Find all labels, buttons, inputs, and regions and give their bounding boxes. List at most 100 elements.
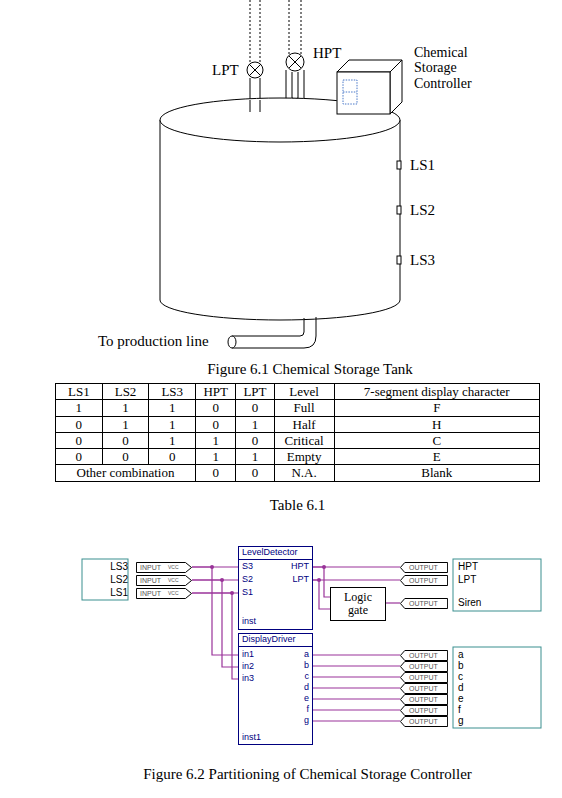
gate-label: Logic gate [333,591,383,617]
junction-dot [230,591,234,595]
cell-text: 1 [252,417,259,432]
signal-wire [386,602,400,603]
table-cell: 0 [56,432,103,448]
pin-name: Siren [458,597,481,608]
pin-name: c [458,671,463,682]
output-pin: OUTPUTLPT [400,575,448,586]
display-driver-block: DisplayDriverin1ain2bin3cdefginst1 [238,633,313,745]
signal-wire [313,567,330,597]
cell-text: H [432,417,441,432]
table-cell: 1 [236,449,274,465]
pin-type: OUTPUT [409,577,438,585]
cell-text: C [432,433,441,448]
table-row: 00110CriticalC [56,432,540,448]
figure-caption: Figure 6.1 Chemical Storage Tank [40,361,562,378]
input-pin: LS3INPUTVCC [136,562,192,573]
table-cell: 1 [102,416,149,432]
table-cell: 1 [102,400,149,416]
callout-label: LS1 [410,157,435,174]
table-row: 00011EmptyE [56,449,540,465]
port-name: S3 [242,562,253,572]
signal-wire [313,676,400,677]
signal-wire [313,654,400,655]
output-pin: OUTPUTg [400,716,448,727]
cell-text: 0 [212,465,219,480]
table-cell: 0 [56,416,103,432]
instance-name: inst [242,617,256,627]
pin-type: OUTPUT [409,674,438,682]
cell-text: Other combination [77,465,175,480]
pin-name: a [458,649,464,660]
table-cell: 1 [196,449,236,465]
pin-type: OUTPUT [409,564,438,572]
logic-gate-box: Logic gate [330,587,386,621]
table-cell: LPT [236,384,274,400]
cell-text: 1 [212,449,219,464]
cell-text: Empty [287,449,322,464]
cell-text: 1 [76,400,83,415]
cell-text: LS3 [161,384,183,399]
table-caption: Table 6.1 [55,497,540,514]
cell-text: Critical [285,433,324,448]
table-cell: Level [274,384,334,400]
signal-wire [192,593,238,679]
port-name: HPT [291,562,309,572]
cell-text: LS2 [115,384,137,399]
port-name: S1 [242,588,253,598]
callout-label: LS3 [410,252,435,269]
table-cell: 0 [236,432,274,448]
table-row: LS1LS2LS3HPTLPTLevel7-segment display ch… [56,384,540,400]
table-cell: N.A. [274,465,334,481]
input-pin: LS2INPUTVCC [136,575,192,586]
cell-text: 0 [76,449,83,464]
junction-dot [210,565,214,569]
table-cell: 7-segment display character [334,384,539,400]
pin-vcc: VCC [168,578,179,584]
output-pin: OUTPUTc [400,672,448,683]
port-name: c [305,672,310,682]
pin-name: HPT [458,561,478,572]
cell-text: LPT [243,384,266,399]
table-cell: H [334,416,539,432]
output-pin: OUTPUTe [400,694,448,705]
cell-text: 1 [252,449,259,464]
pin-type: OUTPUT [409,718,438,726]
table-cell: 1 [149,400,196,416]
table-cell: 1 [149,416,196,432]
cell-text: 1 [212,433,219,448]
junction-dot [322,565,326,569]
cell-text: Blank [421,465,452,480]
pin-type: OUTPUT [409,663,438,671]
table-cell: 0 [196,416,236,432]
cell-text: Half [293,417,316,432]
pin-name: g [458,715,464,726]
pin-name: f [458,704,461,715]
table-cell: 1 [56,400,103,416]
callout-label: Chemical Storage Controller [414,45,506,91]
table-row: 11100FullF [56,400,540,416]
cell-text: Full [294,400,315,415]
cell-text: HPT [203,384,228,399]
pin-type: OUTPUT [409,696,438,704]
cell-text: 1 [122,417,129,432]
output-pin: OUTPUTa [400,650,448,661]
pin-name: LS1 [110,587,128,598]
port-name: f [306,705,309,715]
table-cell: Critical [274,432,334,448]
cell-text: 0 [169,449,176,464]
level-table: LS1LS2LS3HPTLPTLevel7-segment display ch… [55,383,540,482]
callout-label: HPT [313,45,341,62]
table-cell: Half [274,416,334,432]
block-title: LevelDetector [242,548,298,558]
pin-name: LPT [458,574,476,585]
pin-vcc: VCC [168,565,179,571]
cell-text: 1 [122,400,129,415]
cell-text: F [433,400,440,415]
callout-label: LS2 [410,202,435,219]
table-cell: F [334,400,539,416]
cell-text: 0 [122,433,129,448]
port-name: a [304,650,309,660]
level-detector-block: LevelDetectorS3HPTS2LPTS1inst [238,546,313,630]
table-cell: 0 [102,449,149,465]
pin-name: b [458,660,464,671]
